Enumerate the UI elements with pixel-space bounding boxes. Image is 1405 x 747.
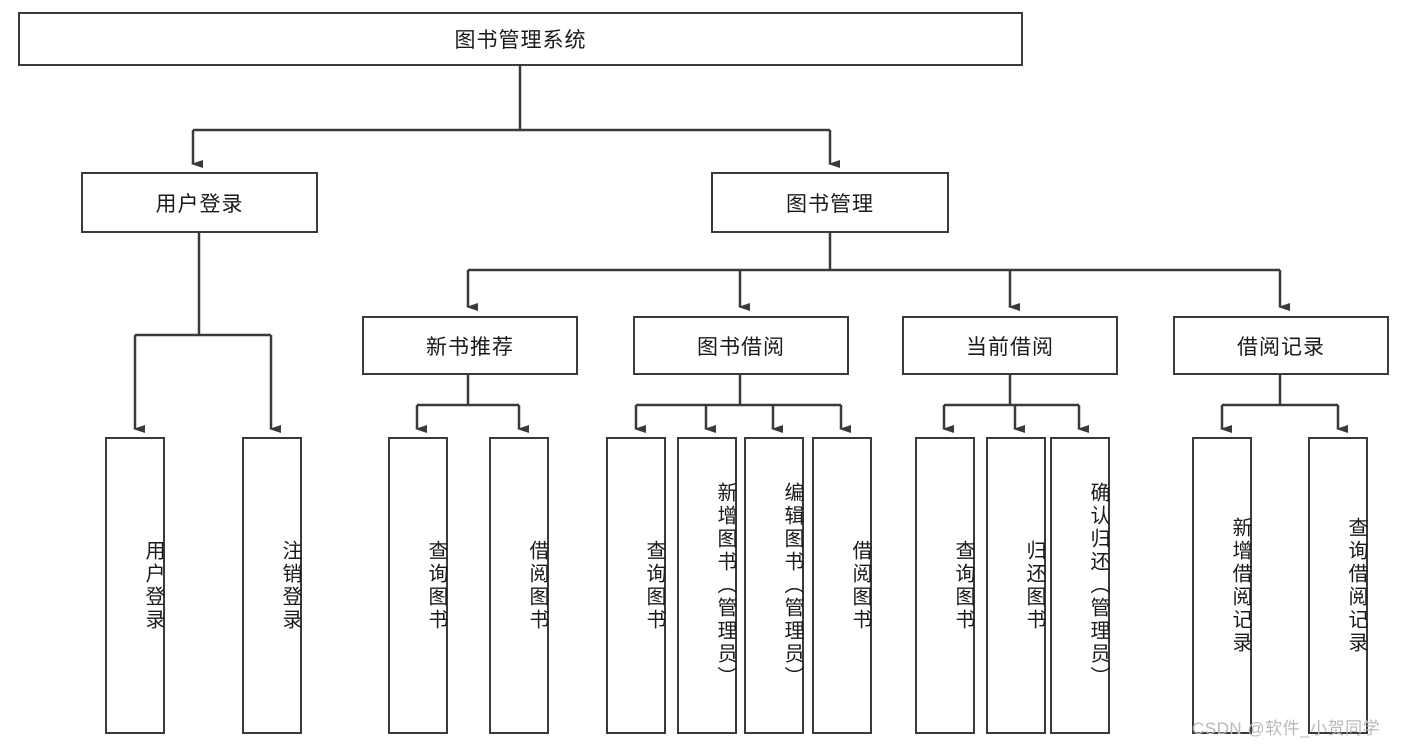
leaf-borrow-record-add-record[interactable]: 新增借阅记录	[1192, 437, 1252, 734]
node-label: 确认归还（管理员）	[1087, 482, 1109, 689]
leaf-book-borrow-add-book-admin[interactable]: 新增图书（管理员）	[677, 437, 737, 734]
leaf-current-borrow-confirm-return-admin[interactable]: 确认归还（管理员）	[1050, 437, 1110, 734]
node-label: 借阅图书	[526, 539, 548, 632]
node-label: 新增图书（管理员）	[714, 482, 736, 689]
node-label: 当前借阅	[966, 335, 1054, 359]
leaf-borrow-record-query-record[interactable]: 查询借阅记录	[1308, 437, 1368, 734]
node-label: 编辑图书（管理员）	[781, 482, 803, 689]
leaf-user-login-logout[interactable]: 注销登录	[242, 437, 302, 734]
node-book-management[interactable]: 图书管理	[711, 172, 949, 233]
leaf-current-borrow-query-books[interactable]: 查询图书	[915, 437, 975, 734]
node-book-borrowing[interactable]: 图书借阅	[633, 316, 849, 375]
node-label: 新书推荐	[426, 335, 514, 359]
leaf-user-login-login[interactable]: 用户登录	[105, 437, 165, 734]
node-current-borrowing[interactable]: 当前借阅	[902, 316, 1118, 375]
leaf-book-borrow-query-books[interactable]: 查询图书	[606, 437, 666, 734]
node-user-login[interactable]: 用户登录	[81, 172, 318, 233]
node-label: 图书管理系统	[454, 29, 587, 52]
node-label: 借阅记录	[1237, 335, 1325, 359]
node-root-book-management-system[interactable]: 图书管理系统	[18, 12, 1023, 66]
node-label: 图书借阅	[697, 335, 785, 359]
node-new-book-recommendation[interactable]: 新书推荐	[362, 316, 578, 375]
node-label: 用户登录	[142, 539, 164, 632]
node-label: 归还图书	[1023, 539, 1045, 632]
leaf-book-borrow-borrow-books[interactable]: 借阅图书	[812, 437, 872, 734]
node-label: 用户登录	[155, 192, 244, 216]
node-label: 查询图书	[952, 539, 974, 632]
leaf-book-borrow-edit-book-admin[interactable]: 编辑图书（管理员）	[744, 437, 804, 734]
leaf-current-borrow-return-books[interactable]: 归还图书	[986, 437, 1046, 734]
node-label: 查询借阅记录	[1345, 516, 1367, 655]
leaf-new-book-borrow-books[interactable]: 借阅图书	[489, 437, 549, 734]
csdn-watermark: CSDN @软件_小贺同学	[1192, 719, 1381, 738]
node-label: 新增借阅记录	[1229, 516, 1251, 655]
node-borrowing-record[interactable]: 借阅记录	[1173, 316, 1389, 375]
node-label: 查询图书	[643, 539, 665, 632]
node-label: 注销登录	[279, 539, 301, 632]
node-label: 查询图书	[425, 539, 447, 632]
leaf-new-book-query-books[interactable]: 查询图书	[388, 437, 448, 734]
node-label: 借阅图书	[849, 539, 871, 632]
node-label: 图书管理	[786, 192, 874, 216]
